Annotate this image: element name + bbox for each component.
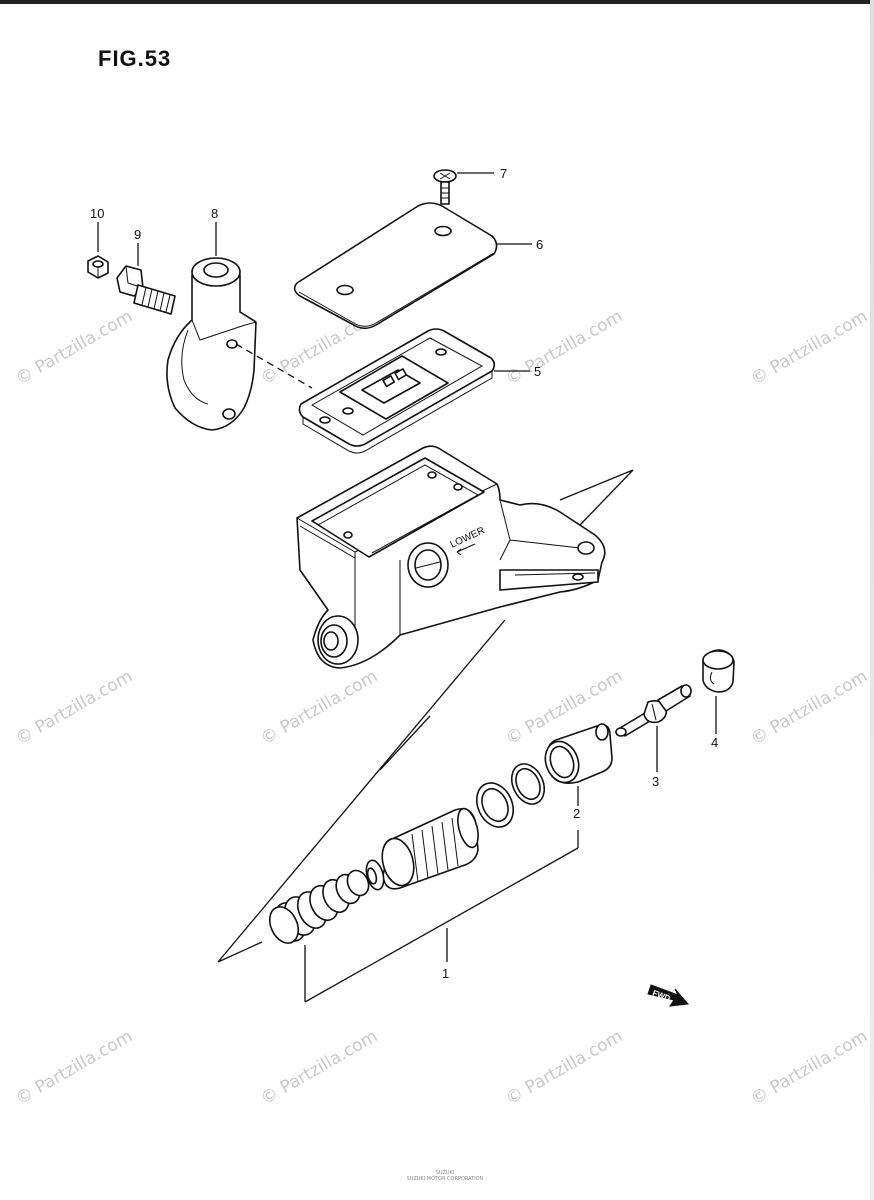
watermark: © Partzilla.com (503, 306, 627, 389)
watermark: © Partzilla.com (748, 306, 872, 389)
watermark: © Partzilla.com (13, 1026, 137, 1109)
assembly-line (559, 469, 634, 501)
part-10-nut (87, 255, 109, 279)
part-7-screw (433, 169, 457, 205)
part-6-cover (293, 202, 498, 330)
callout-10: 10 (90, 206, 104, 221)
part-4-cap (702, 649, 735, 693)
part-8-clamp (166, 257, 257, 431)
assembly-line (579, 469, 634, 526)
watermark: © Partzilla.com (748, 666, 872, 749)
watermark: © Partzilla.com (258, 1026, 382, 1109)
page-footer: SUZUKI SUZUKI MOTOR CORPORATION (380, 1170, 510, 1182)
callout-5: 5 (534, 364, 541, 379)
assembly-bracket (304, 847, 579, 1003)
callout-3: 3 (652, 774, 659, 789)
watermark: © Partzilla.com (503, 1026, 627, 1109)
part-5-diaphragm (298, 328, 496, 454)
alignment-line (235, 343, 313, 389)
assembly-line (379, 715, 431, 771)
part-2-boot (544, 723, 613, 784)
watermark: © Partzilla.com (258, 666, 382, 749)
callout-7: 7 (500, 166, 507, 181)
watermark-layer: © Partzilla.com © Partzilla.com © Partzi… (13, 306, 872, 1109)
master-cylinder-body: LOWER (296, 445, 606, 669)
assembly-line (217, 619, 506, 963)
piston-assembly (268, 763, 546, 944)
footer-line-2: SUZUKI MOTOR CORPORATION (406, 1176, 484, 1182)
part-3-push-rod (615, 684, 692, 737)
callout-4: 4 (711, 735, 718, 750)
footer-line-1: SUZUKI (435, 1170, 455, 1176)
callout-2: 2 (573, 806, 580, 821)
callout-8: 8 (211, 206, 218, 221)
figure-title: FIG.53 (98, 46, 172, 71)
callout-6: 6 (536, 237, 543, 252)
watermark: © Partzilla.com (13, 306, 137, 389)
callout-9: 9 (134, 227, 141, 242)
fwd-label: FWD (651, 988, 671, 1003)
callout-1: 1 (442, 966, 449, 981)
watermark: © Partzilla.com (748, 1026, 872, 1109)
assembly-line (217, 941, 263, 963)
fwd-arrow: FWD (647, 984, 690, 1007)
watermark: © Partzilla.com (13, 666, 137, 749)
part-9-bolt (116, 265, 176, 315)
